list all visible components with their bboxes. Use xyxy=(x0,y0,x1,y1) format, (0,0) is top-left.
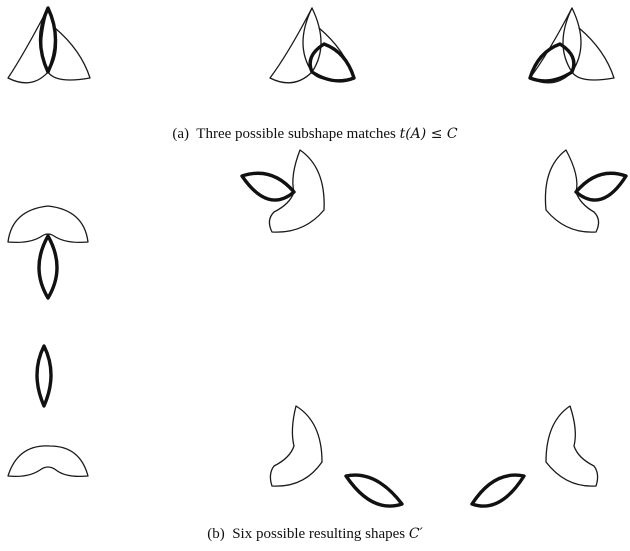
remaining-fan xyxy=(544,149,600,233)
matched-leaf-right xyxy=(308,42,356,83)
result-shape-1 xyxy=(7,205,89,300)
matched-leaf-left xyxy=(528,42,576,83)
remaining-fan xyxy=(7,445,89,478)
detached-leaf xyxy=(470,473,526,508)
caption-a-text: Three possible subshape matches xyxy=(196,126,396,142)
matched-leaf-top xyxy=(38,6,58,74)
detached-leaf xyxy=(35,344,53,408)
match-shape-2 xyxy=(269,7,356,84)
caption-b-label: (b) xyxy=(207,526,225,542)
remaining-fan xyxy=(268,149,325,233)
result-shape-6 xyxy=(470,405,599,508)
caption-a: (a) Three possible subshape matches t(A)… xyxy=(0,125,630,143)
caption-b-text: Six possible resulting shapes xyxy=(232,526,406,542)
caption-b: (b) Six possible resulting shapes C′ xyxy=(0,525,630,543)
caption-b-math: C′ xyxy=(408,526,423,542)
remaining-fan xyxy=(269,405,323,487)
caption-a-math: t(A) ≤ C xyxy=(399,126,458,142)
removed-leaf xyxy=(240,171,296,202)
match-shape-1 xyxy=(7,6,91,84)
result-shape-5 xyxy=(269,405,404,508)
result-shape-3 xyxy=(240,149,325,233)
remaining-fan xyxy=(545,405,599,487)
removed-leaf xyxy=(37,234,59,300)
removed-leaf xyxy=(574,171,628,202)
caption-a-label: (a) xyxy=(172,126,190,142)
remaining-fan xyxy=(7,205,89,244)
result-shape-4 xyxy=(544,149,628,233)
result-shape-2 xyxy=(7,344,89,478)
match-shape-3 xyxy=(528,7,615,84)
detached-leaf xyxy=(344,473,404,508)
